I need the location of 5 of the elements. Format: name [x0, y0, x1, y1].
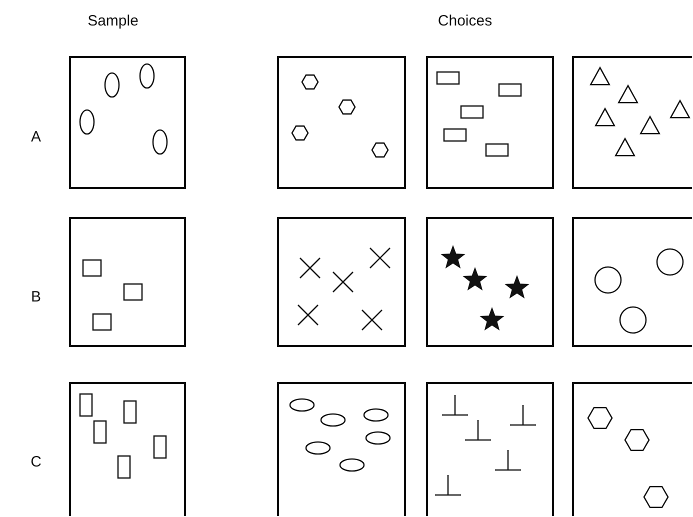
row-label: B: [31, 288, 41, 306]
row-label: C: [30, 454, 42, 470]
column-heading: Choices: [438, 12, 492, 30]
column-heading: Sample: [88, 12, 138, 30]
row-label: A: [31, 128, 41, 146]
